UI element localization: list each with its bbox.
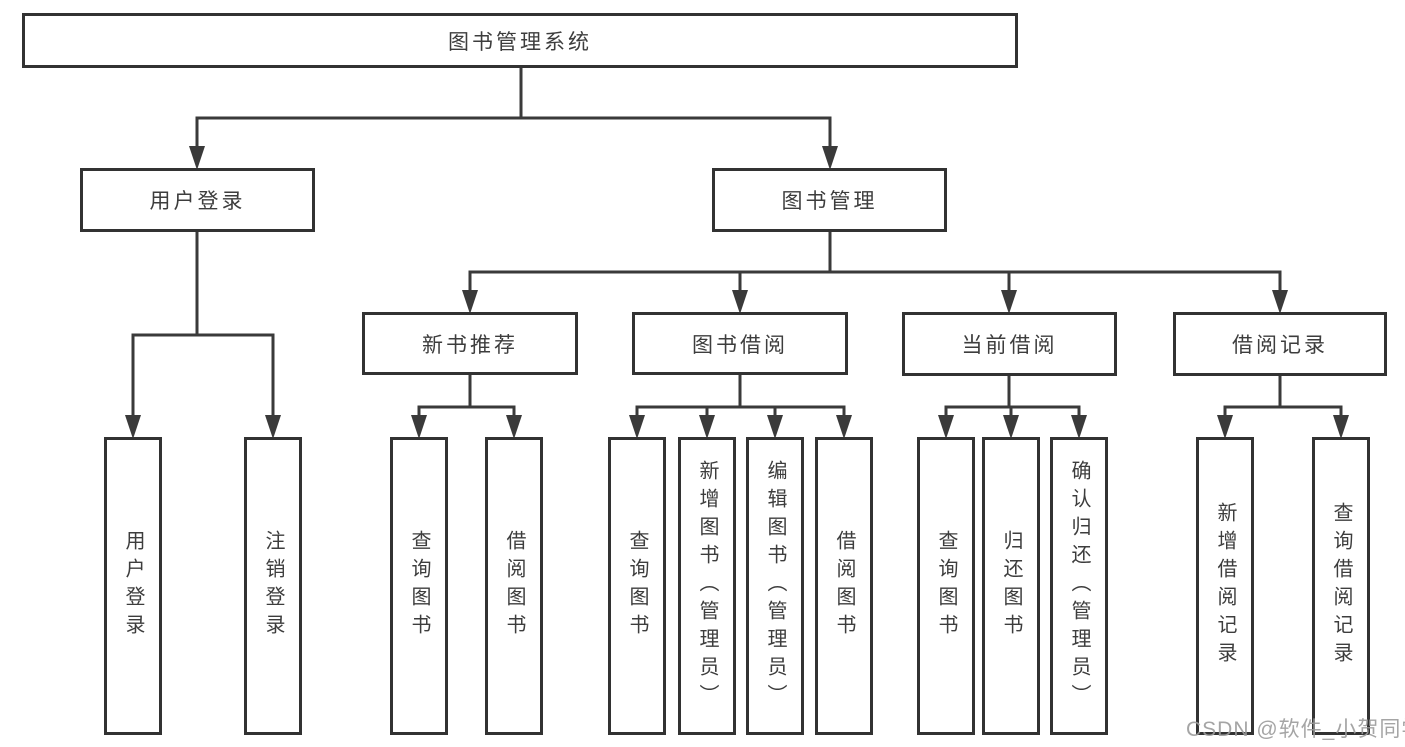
leaf-label: 查询借阅记录 [1330, 502, 1352, 670]
leaf-label: 注销登录 [262, 530, 284, 642]
leaf-label: 归还图书 [1000, 530, 1022, 642]
leaf-query-books-borrow: 查询图书 [608, 437, 666, 735]
leaf-borrow-books: 借阅图书 [815, 437, 873, 735]
node-label: 用户登录 [149, 190, 246, 213]
leaf-label: 确认归还（管理员） [1068, 460, 1090, 712]
node-borrowing-records: 借阅记录 [1173, 312, 1387, 376]
leaf-logout: 注销登录 [244, 437, 302, 735]
leaf-query-books-recommend: 查询图书 [390, 437, 448, 735]
leaf-label: 查询图书 [626, 530, 648, 642]
leaf-return-books: 归还图书 [982, 437, 1040, 735]
node-label: 借阅记录 [1232, 334, 1328, 357]
leaf-label: 编辑图书（管理员） [764, 460, 786, 712]
leaf-label: 用户登录 [122, 530, 144, 642]
node-label: 图书管理 [781, 190, 878, 213]
node-label: 新书推荐 [422, 333, 518, 357]
leaf-add-books-admin: 新增图书（管理员） [678, 437, 736, 735]
node-book-management: 图书管理 [712, 168, 947, 232]
leaf-label: 查询图书 [935, 530, 957, 642]
node-book-borrowing: 图书借阅 [632, 312, 848, 375]
leaf-label: 新增图书（管理员） [696, 460, 718, 712]
node-user-login: 用户登录 [80, 168, 315, 232]
leaf-query-books-current: 查询图书 [917, 437, 975, 735]
node-current-borrowing: 当前借阅 [902, 312, 1117, 376]
leaf-label: 借阅图书 [503, 530, 525, 642]
node-library-management-system: 图书管理系统 [22, 13, 1018, 68]
leaf-confirm-return-admin: 确认归还（管理员） [1050, 437, 1108, 735]
node-new-book-recommendation: 新书推荐 [362, 312, 578, 375]
leaf-add-borrow-record: 新增借阅记录 [1196, 437, 1254, 735]
leaf-label: 查询图书 [408, 530, 430, 642]
leaf-user-login: 用户登录 [104, 437, 162, 735]
node-label: 当前借阅 [961, 334, 1058, 357]
leaf-label: 借阅图书 [833, 530, 855, 642]
leaf-label: 新增借阅记录 [1214, 502, 1236, 670]
csdn-watermark: CSDN @软件_小贺同学 [1186, 718, 1405, 741]
leaf-edit-books-admin: 编辑图书（管理员） [746, 437, 804, 735]
leaf-query-borrow-record: 查询借阅记录 [1312, 437, 1370, 735]
node-label: 图书借阅 [692, 333, 788, 357]
node-label: 图书管理系统 [448, 30, 592, 54]
leaf-borrow-books-recommend: 借阅图书 [485, 437, 543, 735]
